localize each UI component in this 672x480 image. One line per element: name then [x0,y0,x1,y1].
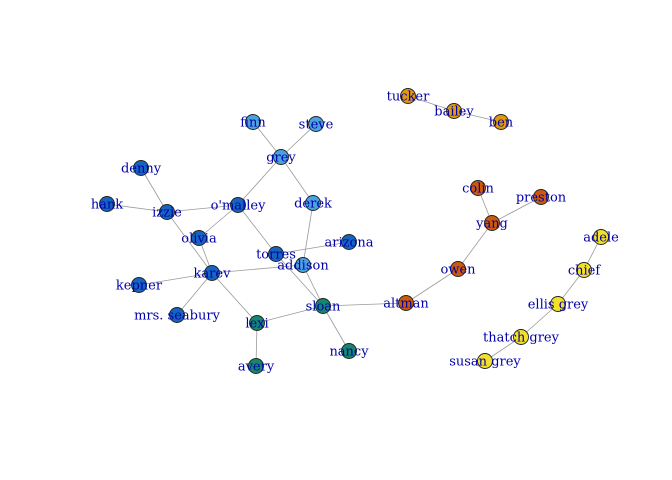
node-label-sloan: sloan [306,300,341,315]
node-owen[interactable] [450,261,466,277]
node-grey[interactable] [273,149,289,165]
node-label-addison: addison [277,259,329,274]
node-lexi[interactable] [249,315,265,331]
node-label-kepner: kepner [116,279,163,294]
edge-sloan-lexi [256,305,324,324]
node-chief[interactable] [576,262,592,278]
node-label-preston: preston [516,191,567,206]
node-adele[interactable] [593,229,609,245]
edge-bailey-ben [453,110,502,123]
node-label-hank: hank [91,198,123,213]
label-layer: finn steve grey derek addison denny hank izzie o… [91,90,619,375]
edge-denny-izzie [140,167,168,213]
node-layer [99,88,609,374]
node-mrsseabury[interactable] [169,307,185,323]
node-susangrey[interactable] [477,353,493,369]
edge-steve-grey [280,123,317,158]
node-label-arizona: arizona [325,236,374,251]
node-label-altman: altman [383,297,429,312]
node-izzie[interactable] [159,204,175,220]
node-label-owen: owen [440,263,476,278]
node-label-susangrey: susan grey [449,355,521,370]
edge-ellisgrey-thatchgrey [520,303,559,338]
edge-derek-addison [302,202,314,266]
node-finn[interactable] [245,114,261,130]
node-label-colin: colin [462,182,494,197]
edge-grey-omalley [237,156,282,206]
edge-yang-preston [491,196,542,224]
node-hank[interactable] [99,196,115,212]
node-ben[interactable] [493,114,509,130]
node-label-ben: ben [489,116,514,131]
node-label-thatchgrey: thatch grey [483,331,560,346]
node-nancy[interactable] [341,343,357,359]
node-ellisgrey[interactable] [550,296,566,312]
edge-karev-lexi [211,272,258,324]
edge-izzie-karev [166,211,213,274]
node-label-grey: grey [266,151,296,166]
node-label-izzie: izzie [152,206,182,221]
node-label-yang: yang [475,217,508,232]
node-sloan[interactable] [315,298,331,314]
node-label-nancy: nancy [329,345,369,360]
node-label-adele: adele [583,231,619,246]
node-arizona[interactable] [341,234,357,250]
node-preston[interactable] [533,189,549,205]
edge-sloan-altman [322,302,407,307]
edge-torres-sloan [275,253,324,307]
edge-altman-owen [405,268,459,304]
edge-karev-kepner [138,272,213,286]
node-thatchgrey[interactable] [513,329,529,345]
node-yang[interactable] [484,215,500,231]
node-label-lexi: lexi [245,317,268,332]
node-altman[interactable] [398,295,414,311]
node-label-torres: torres [256,248,296,263]
node-bailey[interactable] [446,103,462,119]
node-label-omalley: o'malley [211,199,266,214]
edge-grey-derek [280,156,314,204]
node-label-ellisgrey: ellis grey [528,298,589,313]
node-karev[interactable] [204,265,220,281]
node-label-chief: chief [568,264,602,279]
edge-owen-yang [457,222,493,270]
edge-sloan-nancy [322,305,350,352]
edge-hank-izzie [106,203,168,213]
node-avery[interactable] [248,358,264,374]
node-derek[interactable] [305,195,321,211]
node-torres[interactable] [268,246,284,262]
node-denny[interactable] [133,160,149,176]
node-label-mrsseabury: mrs. seabury [134,309,221,324]
edge-tucker-bailey [407,95,455,112]
node-label-karev: karev [194,267,232,282]
node-label-bailey: bailey [434,105,474,120]
node-label-tucker: tucker [387,90,430,105]
node-label-avery: avery [238,360,275,375]
node-label-derek: derek [294,197,332,212]
edge-karev-mrsseabury [176,272,213,316]
node-olivia[interactable] [191,230,207,246]
node-label-denny: denny [121,162,162,177]
node-label-steve: steve [299,118,334,133]
node-omalley[interactable] [230,197,246,213]
node-kepner[interactable] [131,277,147,293]
edge-izzie-omalley [166,204,239,213]
node-colin[interactable] [470,180,486,196]
edge-omalley-olivia [198,204,239,239]
node-label-finn: finn [240,116,266,131]
node-label-olivia: olivia [181,232,217,247]
edge-karev-addison [211,264,304,274]
node-tucker[interactable] [400,88,416,104]
node-addison[interactable] [295,257,311,273]
node-steve[interactable] [308,116,324,132]
edge-omalley-torres [237,204,277,255]
edge-torres-arizona [275,241,350,255]
